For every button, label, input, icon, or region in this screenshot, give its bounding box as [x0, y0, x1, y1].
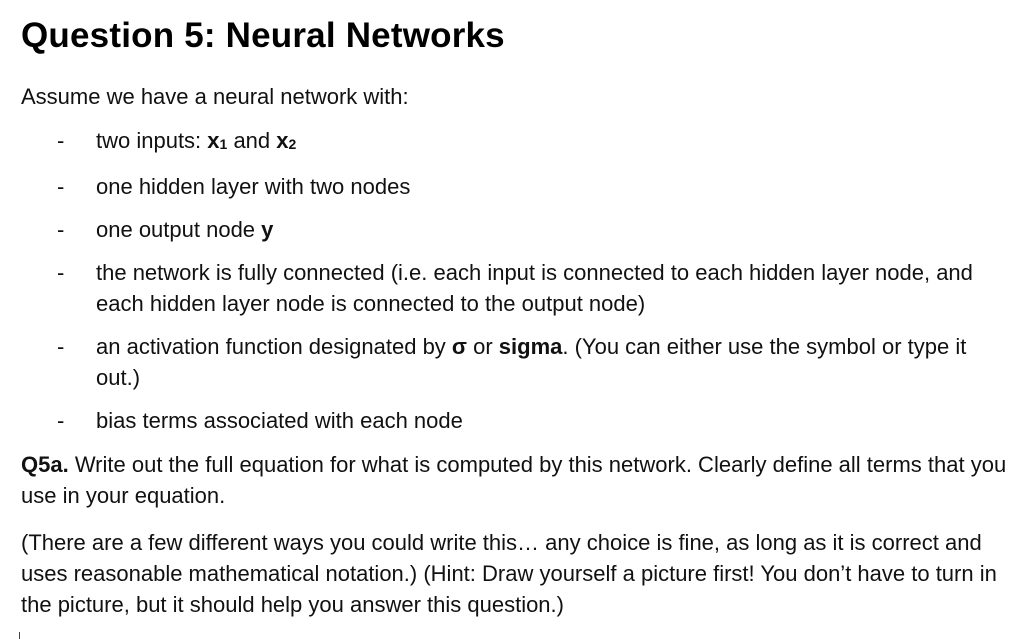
x2-subscript: 2 [288, 136, 297, 152]
page-edge-mark [19, 632, 20, 639]
output-node-text: one output node [96, 217, 262, 242]
bullet-dash: - [57, 334, 65, 359]
inputs-text: two inputs: [96, 128, 208, 153]
bullet-dash: - [57, 174, 65, 199]
intro-text: Assume we have a neural network with: [21, 84, 409, 109]
list-item-fully-connected: - the network is fully connected (i.e. e… [0, 257, 1024, 319]
hidden-layer-text: one hidden layer with two nodes [96, 174, 411, 199]
question-title: Question 5: Neural Networks [21, 16, 505, 55]
x1-variable: x [207, 128, 220, 153]
list-item-bias: - bias terms associated with each node [0, 405, 1024, 436]
list-item-inputs: - two inputs: x1 and x2 [0, 125, 1024, 159]
q5a-label: Q5a. [21, 452, 69, 477]
q5a-text: Write out the full equation for what is … [21, 452, 1007, 508]
list-item-activation: - an activation function designated by σ… [0, 331, 1024, 393]
bullet-dash: - [57, 408, 65, 433]
bullet-dash: - [57, 260, 65, 285]
activation-or: or [466, 334, 499, 359]
list-item-hidden-layer: - one hidden layer with two nodes [0, 171, 1024, 202]
bullet-dash: - [57, 128, 65, 153]
hint-paragraph: (There are a few different ways you coul… [21, 530, 997, 617]
sigma-word: sigma [498, 334, 563, 359]
list-item-output-node: - one output node y [0, 214, 1024, 245]
activation-text-before: an activation function designated by [96, 334, 452, 359]
bias-text: bias terms associated with each node [96, 408, 463, 433]
bullet-dash: - [57, 217, 65, 242]
q5a-prompt: Q5a. Write out the full equation for wha… [21, 449, 1011, 511]
activation-text-after: . (You can either use the symbol or type… [96, 334, 967, 390]
inputs-and: and [227, 128, 277, 153]
x2-variable: x [276, 128, 289, 153]
x1-subscript: 1 [219, 136, 228, 152]
fully-connected-text: the network is fully connected (i.e. eac… [96, 260, 973, 316]
y-variable: y [261, 217, 274, 242]
sigma-symbol: σ [451, 334, 467, 359]
requirements-list: - two inputs: x1 and x2 - one hidden lay… [0, 125, 1024, 448]
